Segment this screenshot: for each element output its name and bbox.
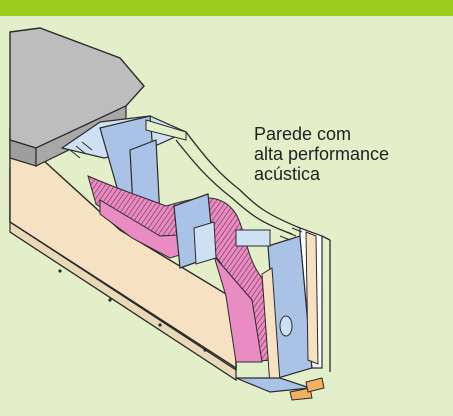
middle-stud [173,193,217,269]
figure-caption: Parede com alta performance acústica [254,124,389,184]
acoustic-insulation [87,175,271,363]
caption-line-1: Parede com [254,124,352,144]
caption-line-3: acústica [254,164,321,184]
right-stud-assembly [235,227,323,387]
top-accent-bar [0,0,453,16]
wall-contour [175,131,331,372]
caption-line-2: alta performance [254,144,390,164]
front-board [9,128,237,382]
floor-track [235,377,325,401]
